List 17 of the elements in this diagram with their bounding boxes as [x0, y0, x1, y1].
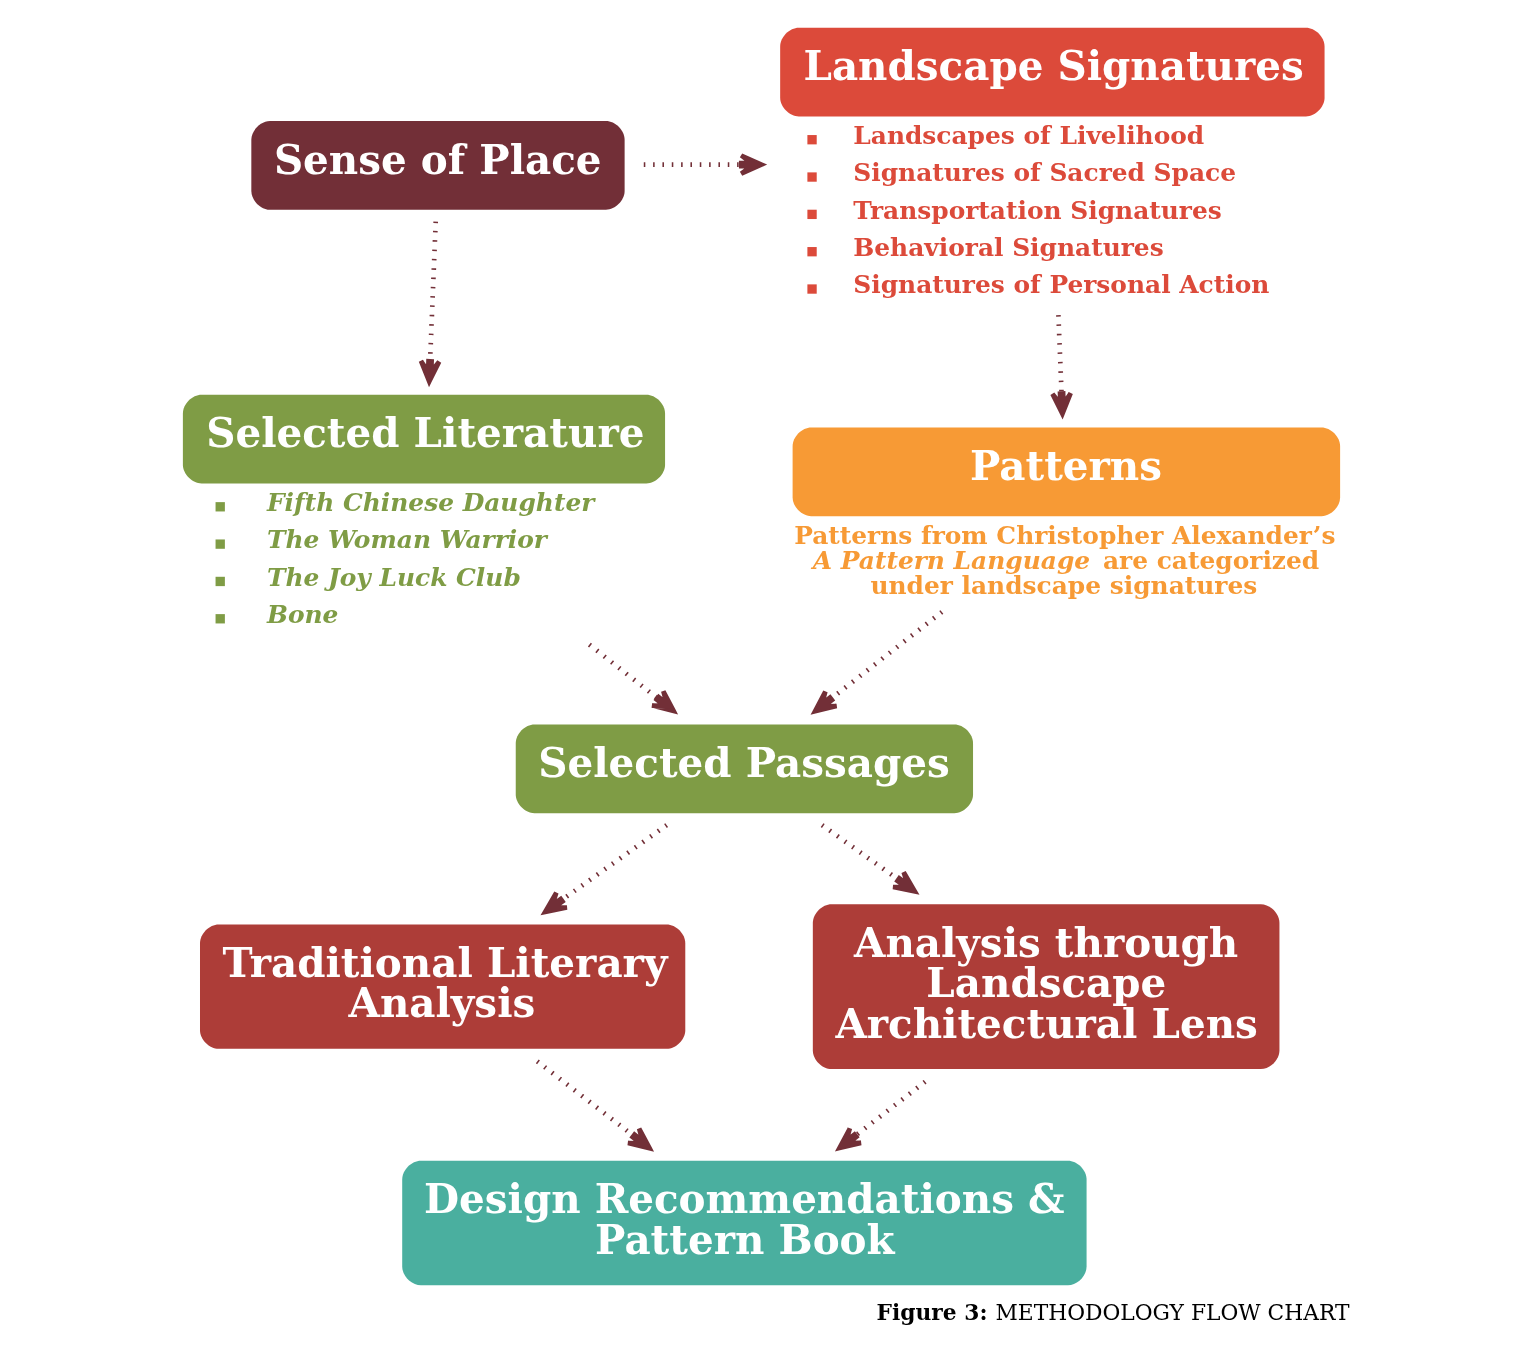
arrow	[418, 221, 441, 384]
node-box: Selected Passages	[515, 724, 973, 814]
arrow	[542, 823, 668, 915]
arrow	[836, 1079, 927, 1151]
node-box: Patterns	[792, 427, 1340, 517]
arrow	[535, 1059, 652, 1151]
node-box: Analysis through Landscape Architectural Lens	[812, 904, 1279, 1070]
arrow	[643, 153, 764, 177]
caption: Figure 3: METHODOLOGY FLOW CHART	[876, 1299, 1349, 1325]
node-box: Sense of Place	[250, 121, 625, 210]
node-box: Design Recommendations & Pattern Book	[401, 1160, 1087, 1286]
arrow	[820, 823, 917, 894]
arrow	[1049, 315, 1073, 417]
arrow	[812, 610, 943, 714]
arrow	[587, 642, 676, 714]
node-label: Patterns from Christopher Alexander’s A Pattern Language are categorized under landscape signatures	[793, 520, 1335, 600]
node-box: Traditional Literary Analysis	[199, 924, 685, 1049]
